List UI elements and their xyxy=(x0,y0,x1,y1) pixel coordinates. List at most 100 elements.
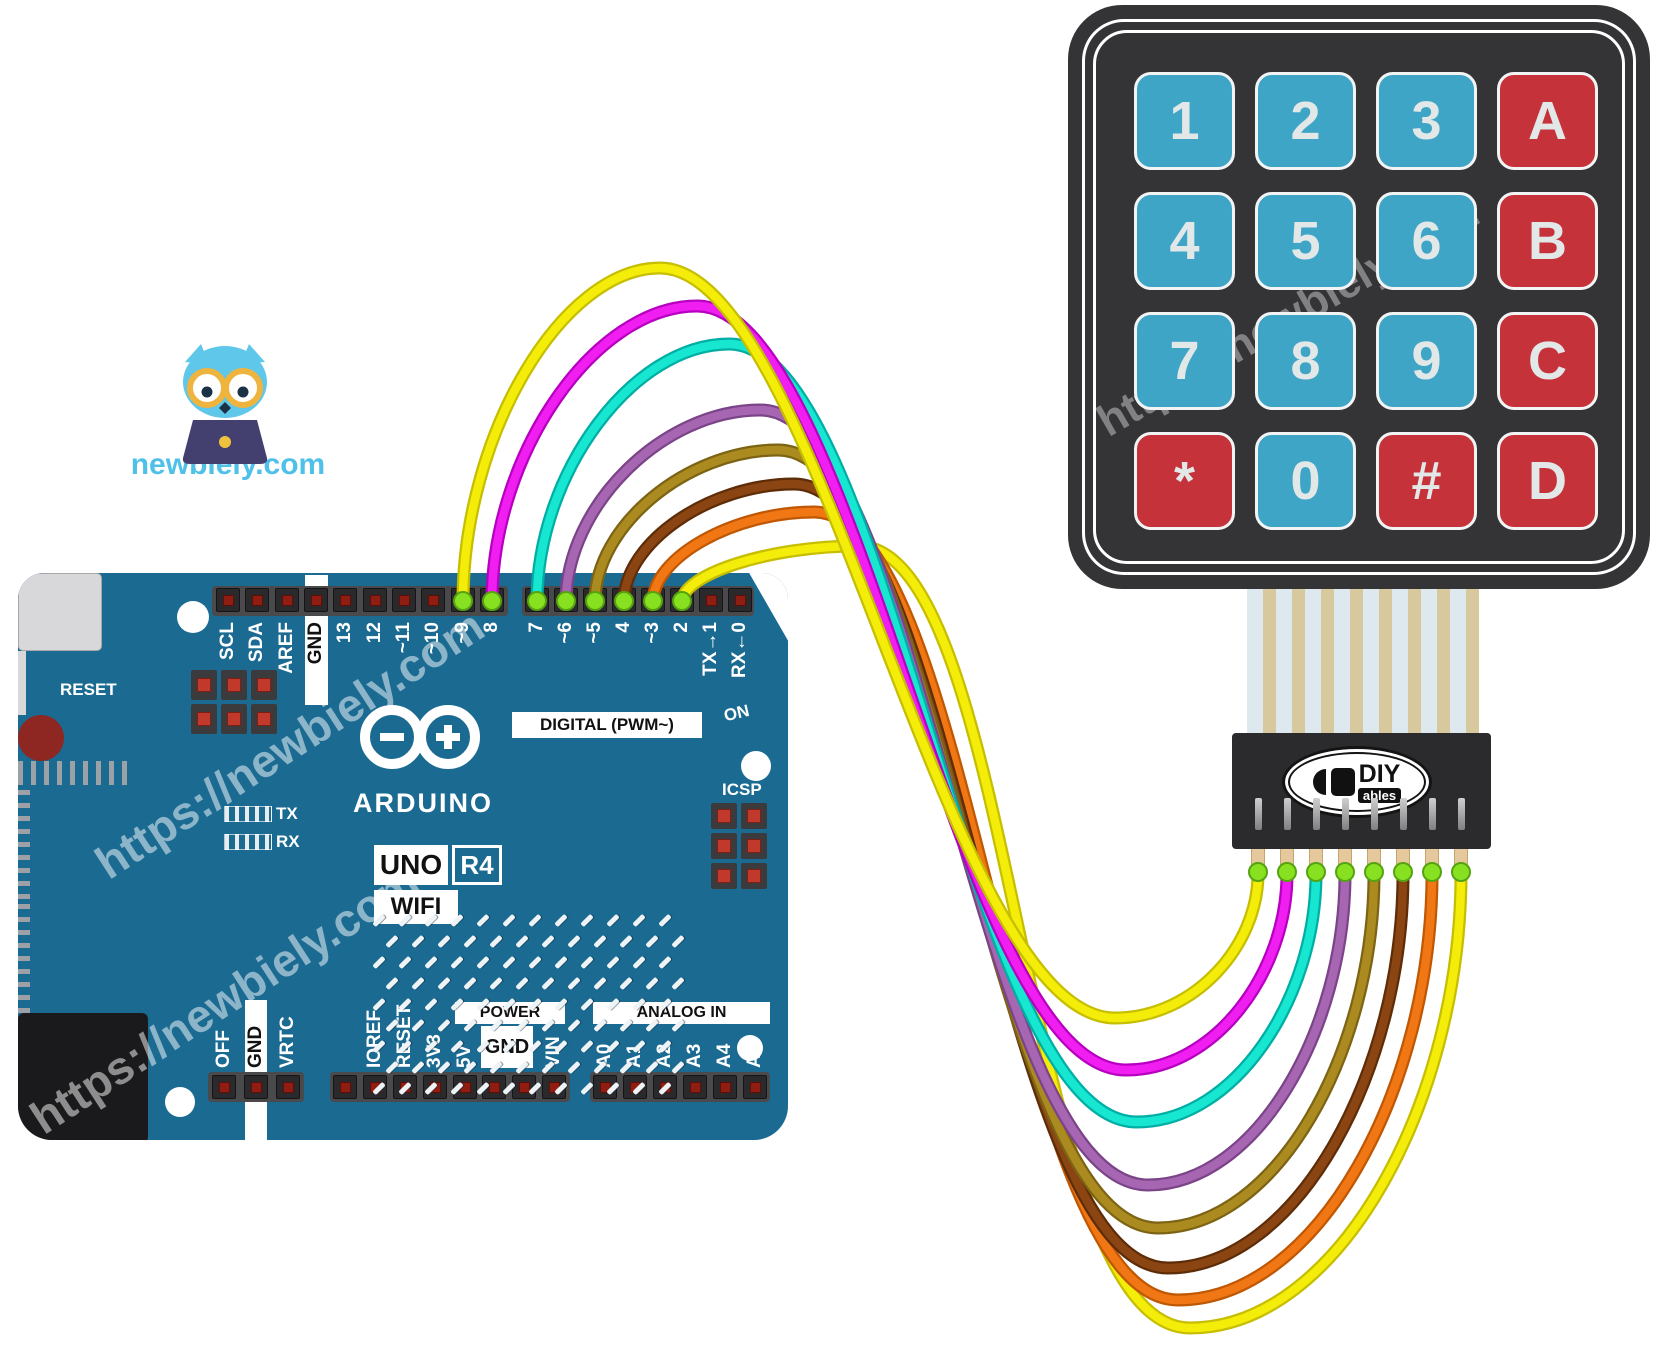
pin-hole xyxy=(311,595,322,606)
reset-button[interactable] xyxy=(18,573,102,651)
mcu-pins-top xyxy=(18,761,132,773)
pin-red xyxy=(227,678,241,692)
pin-hole xyxy=(283,1082,294,1093)
pin-hole xyxy=(489,1082,500,1093)
hatch-dash xyxy=(671,934,685,949)
diyables-logo: DIY ables xyxy=(1282,746,1432,818)
pin-hole xyxy=(428,595,439,606)
keypad-key-9[interactable]: 9 xyxy=(1376,312,1477,410)
keypad-key-4[interactable]: 4 xyxy=(1134,192,1235,290)
connector-slot xyxy=(1284,798,1291,830)
icsp-pin xyxy=(711,833,737,859)
connector-slot xyxy=(1313,798,1320,830)
pin-OFF xyxy=(212,1075,236,1099)
pin-label-~6: ~6 xyxy=(555,622,576,644)
rx-label: RX xyxy=(276,832,300,851)
reset-button-tab xyxy=(18,699,26,715)
hatch-dash xyxy=(580,1039,594,1054)
aux-header-pin xyxy=(251,704,277,734)
keypad-key-6[interactable]: 6 xyxy=(1376,192,1477,290)
pin-label-AREF: AREF xyxy=(276,622,297,674)
pin-TX→1 xyxy=(699,588,723,612)
connector-pin-7 xyxy=(1425,846,1439,876)
arduino-board: https://newbiely.com https://newbiely.co… xyxy=(18,573,788,1140)
connector-pin-6 xyxy=(1396,846,1410,876)
reset-button-tab xyxy=(18,651,26,667)
icsp-label: ICSP xyxy=(722,780,762,799)
hatch-dash xyxy=(567,1060,581,1075)
pin-hole xyxy=(219,1082,230,1093)
keypad-key-D[interactable]: D xyxy=(1497,432,1598,530)
keypad-key-*[interactable]: * xyxy=(1134,432,1235,530)
keypad-key-2[interactable]: 2 xyxy=(1255,72,1356,170)
hatch-dash xyxy=(502,955,516,970)
keypad-key-C[interactable]: C xyxy=(1497,312,1598,410)
pin-hole xyxy=(399,595,410,606)
pin-label-7: 7 xyxy=(526,622,547,633)
pin-label-IOREF: IOREF xyxy=(364,1009,385,1068)
pin-RX←0 xyxy=(728,588,752,612)
hatch-dash xyxy=(372,955,386,970)
mcu-pins-left xyxy=(18,785,30,899)
hatch-dash xyxy=(567,934,581,949)
pin-red xyxy=(747,869,761,883)
pin-red xyxy=(227,712,241,726)
hatch-dash xyxy=(567,1018,581,1033)
hatch-dash xyxy=(645,934,659,949)
pin-hole xyxy=(252,595,263,606)
pin-red xyxy=(747,809,761,823)
pin-A4 xyxy=(713,1075,737,1099)
keypad-key-3[interactable]: 3 xyxy=(1376,72,1477,170)
keypad-key-5[interactable]: 5 xyxy=(1255,192,1356,290)
pin-hole xyxy=(251,1082,262,1093)
keypad-key-1[interactable]: 1 xyxy=(1134,72,1235,170)
pin-label-TX→1: TX→1 xyxy=(700,622,721,676)
connector-slot xyxy=(1429,798,1436,830)
pin-13 xyxy=(333,588,357,612)
pin-~10 xyxy=(421,588,445,612)
owl-logo xyxy=(182,344,268,464)
hatch-dash xyxy=(476,913,490,928)
hatch-dash xyxy=(450,955,464,970)
keypad-key-B[interactable]: B xyxy=(1497,192,1598,290)
model-badge-r4: R4 xyxy=(452,845,502,885)
connector-pin-3 xyxy=(1309,846,1323,876)
connector-pin-1 xyxy=(1251,846,1265,876)
power-pin xyxy=(333,1075,357,1099)
pin-7 xyxy=(525,588,549,612)
hatch-dash xyxy=(658,913,672,928)
keypad-key-0[interactable]: 0 xyxy=(1255,432,1356,530)
pin-VRTC xyxy=(276,1075,300,1099)
digital-pwm-label: DIGITAL (PWM~) xyxy=(512,712,702,738)
pin-red xyxy=(257,678,271,692)
model-badge-uno: UNO xyxy=(374,845,448,885)
hatch-dash xyxy=(580,955,594,970)
hatch-dash xyxy=(606,913,620,928)
icsp-pin xyxy=(711,803,737,829)
pin-12 xyxy=(363,588,387,612)
keypad-key-8[interactable]: 8 xyxy=(1255,312,1356,410)
pin-label-OFF: OFF xyxy=(213,1030,234,1068)
icsp-pin xyxy=(741,863,767,889)
hatch-dash xyxy=(593,934,607,949)
keypad-key-#[interactable]: # xyxy=(1376,432,1477,530)
pin-hole xyxy=(340,1082,351,1093)
tx-pins-ladder xyxy=(224,806,272,822)
pin-red xyxy=(197,712,211,726)
hatch-dash xyxy=(463,934,477,949)
pin-SCL xyxy=(216,588,240,612)
pin-GND xyxy=(244,1075,268,1099)
pin-8 xyxy=(480,588,504,612)
keypad-key-7[interactable]: 7 xyxy=(1134,312,1235,410)
pin-label-RX←0: RX←0 xyxy=(729,622,750,678)
reset-button-cap xyxy=(18,715,64,761)
model-badge-wifi: WIFI xyxy=(374,890,458,924)
mcu-pins-bottom xyxy=(18,773,132,785)
gnd-strip-bottom xyxy=(245,1000,267,1140)
pin-SDA xyxy=(245,588,269,612)
icsp-pin xyxy=(741,803,767,829)
hatch-dash xyxy=(580,913,594,928)
keypad-key-A[interactable]: A xyxy=(1497,72,1598,170)
pin-hole xyxy=(690,1082,701,1093)
